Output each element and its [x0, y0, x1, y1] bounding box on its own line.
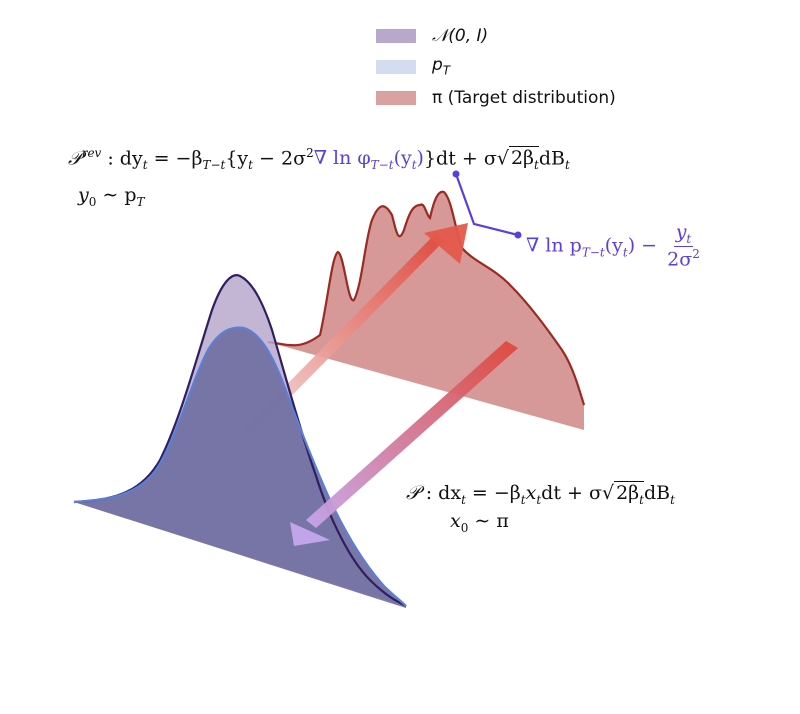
forward-process-arrow — [290, 341, 518, 546]
reverse-process-arrow — [240, 223, 468, 440]
legend-item-prior: 𝒩(0, I) — [376, 20, 616, 51]
legend-label-prior: 𝒩(0, I) — [432, 25, 489, 46]
legend-swatch-pt — [376, 59, 416, 74]
forward-initial-condition: x0 ∼ π — [450, 510, 509, 535]
legend-swatch-prior — [376, 28, 416, 43]
score-callout-leader — [452, 170, 522, 239]
reverse-initial-condition: y0 ∼ pT — [78, 184, 145, 209]
reverse-sde-equation: 𝒫rev : dyt = −βT−t{yt − 2σ2∇ ln φT−t(yt)… — [68, 146, 570, 173]
combined-density-fill — [74, 327, 406, 608]
target-distribution-fill — [268, 191, 584, 430]
pt-distribution-curve — [73, 326, 407, 607]
legend-label-pt: pT — [432, 55, 451, 78]
legend-item-pt: pT — [376, 51, 616, 82]
legend: 𝒩(0, I) pT π (Target distribution) — [376, 20, 616, 113]
forward-sde-equation: 𝒫 : dxt = −βtxtdt + σ√2βtdBt — [406, 481, 675, 507]
reverse-score-term: ∇ ln φT−t(yt) — [313, 147, 424, 173]
legend-label-target: π (Target distribution) — [432, 87, 616, 108]
legend-item-target: π (Target distribution) — [376, 82, 616, 113]
prior-normal-curve — [73, 274, 407, 607]
target-distribution-curve — [267, 190, 586, 406]
legend-swatch-target — [376, 90, 416, 105]
